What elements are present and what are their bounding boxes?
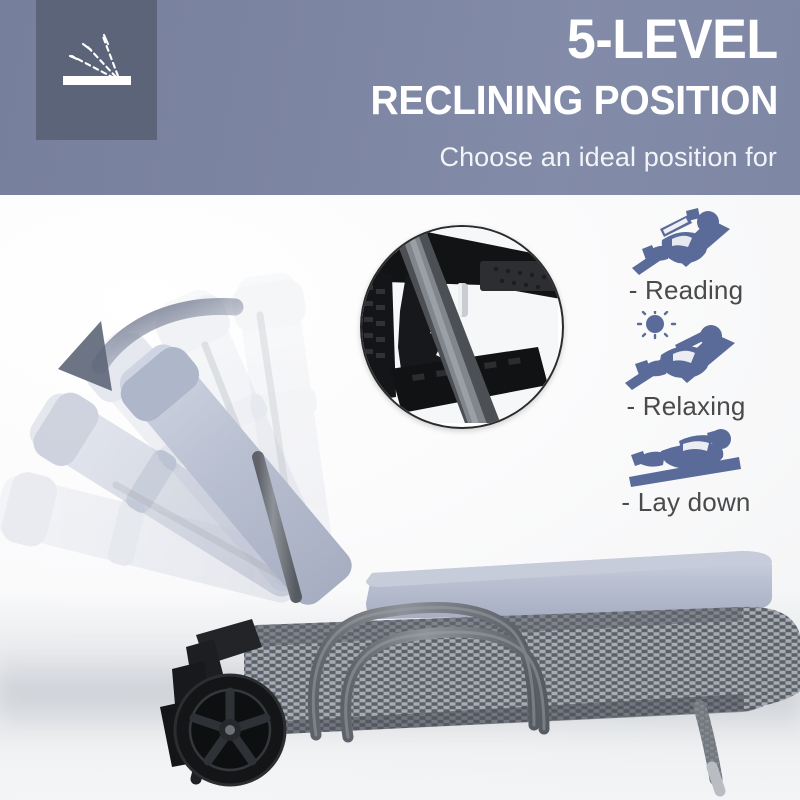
lounger-wheel <box>173 673 287 787</box>
feature-item-relaxing: - Relaxing <box>586 311 786 421</box>
lounger-illustration <box>0 272 800 797</box>
lounger-main-body <box>119 344 800 797</box>
feature-label-relaxing: - Relaxing <box>626 391 746 421</box>
recline-angles-icon <box>36 0 157 140</box>
feature-label-reading: - Reading <box>628 275 744 305</box>
recline-mechanism-closeup <box>360 225 564 429</box>
product-photo-area: - Reading <box>0 195 800 800</box>
banner-tagline: Choose an ideal position for <box>439 142 777 172</box>
feature-item-lay-down: - Lay down <box>586 427 786 517</box>
feature-item-reading: - Reading <box>586 205 786 305</box>
feature-label-lay-down: - Lay down <box>621 487 751 517</box>
header-banner: 5-LEVEL RECLINING POSITION Choose an ide… <box>0 0 800 195</box>
banner-subtitle: RECLINING POSITION <box>370 77 778 123</box>
person-reading-on-lounger-icon <box>632 208 730 275</box>
person-lying-flat-icon <box>629 429 741 487</box>
feature-list: - Reading <box>586 205 786 523</box>
banner-title: 5-LEVEL <box>567 7 778 70</box>
recline-direction-arrow <box>58 298 244 391</box>
sun-icon <box>636 311 677 340</box>
person-relaxing-in-sun-icon <box>625 311 735 390</box>
